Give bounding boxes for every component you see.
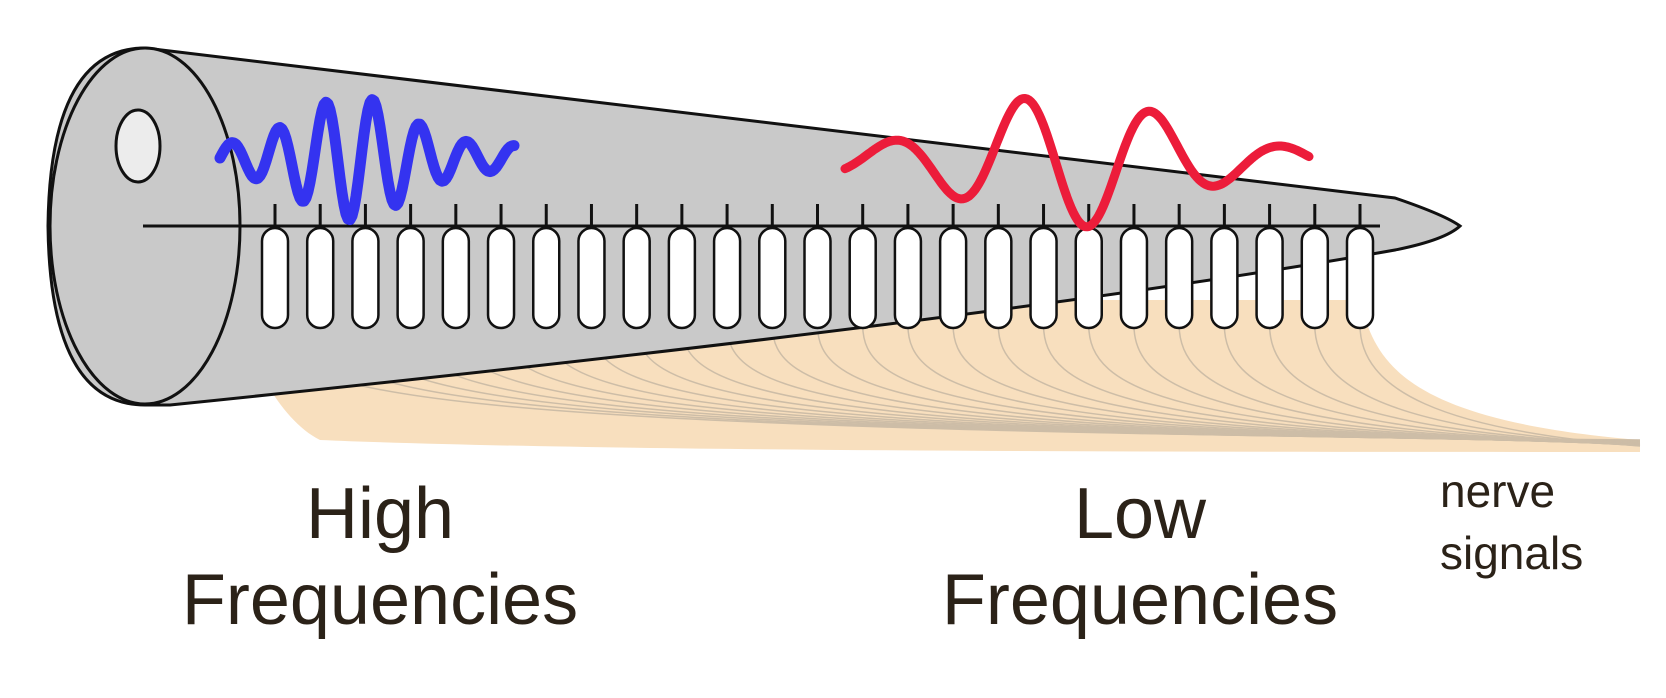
hair-cell <box>1119 226 1149 330</box>
nerve-fiber <box>1223 324 1641 446</box>
hair-cell <box>1164 226 1194 330</box>
hair-cell <box>1300 226 1330 330</box>
hair-cell <box>848 226 877 330</box>
hair-cell <box>532 226 561 330</box>
nerve-fiber <box>1178 324 1641 446</box>
nerve-fiber <box>1359 324 1641 447</box>
high-label-line2: Frequencies <box>181 560 579 640</box>
low-label-line1: Low <box>1073 474 1207 554</box>
hair-cell <box>667 226 697 330</box>
hair-cell <box>622 226 651 330</box>
hair-cell <box>486 226 516 330</box>
hair-cell <box>1074 226 1103 330</box>
nerve-fibers <box>274 324 1641 447</box>
low-label-line2: Frequencies <box>941 560 1339 640</box>
hair-cell <box>396 226 425 330</box>
hair-cell <box>1210 226 1239 330</box>
nerve-fiber <box>1133 324 1641 446</box>
nerve-fiber <box>1042 324 1641 445</box>
hair-cell <box>712 226 742 330</box>
hair-cell <box>1029 226 1058 330</box>
hair-cell <box>1255 226 1284 330</box>
nerve-fiber <box>1314 324 1641 447</box>
hair-cell <box>938 226 968 330</box>
hair-cell <box>351 226 380 330</box>
hair-cell <box>984 226 1013 330</box>
high-label-line1: High <box>305 474 455 554</box>
hair-cell <box>441 226 471 330</box>
hair-cell <box>260 226 290 330</box>
low-frequency-wave <box>840 94 1314 232</box>
hair-cell <box>758 226 787 330</box>
hair-cell <box>893 226 923 330</box>
oval-window <box>114 108 162 184</box>
nerve-label-line2: signals <box>1440 527 1584 579</box>
nerve-fiber <box>1268 324 1641 447</box>
hair-cell <box>1345 226 1375 330</box>
nerve-label-line1: nerve <box>1440 465 1556 517</box>
nerve-fiber <box>1088 324 1641 446</box>
hair-cells <box>260 204 1375 330</box>
nerve-fiber <box>997 324 1641 445</box>
hair-cell <box>577 226 606 330</box>
hair-cell <box>305 226 335 330</box>
nerve-signals-label: nerve signals <box>1440 468 1583 576</box>
high-frequencies-label: High Frequencies <box>140 478 620 636</box>
low-frequencies-label: Low Frequencies <box>900 478 1380 636</box>
high-frequency-wave <box>214 94 520 226</box>
hair-cell <box>803 226 832 330</box>
